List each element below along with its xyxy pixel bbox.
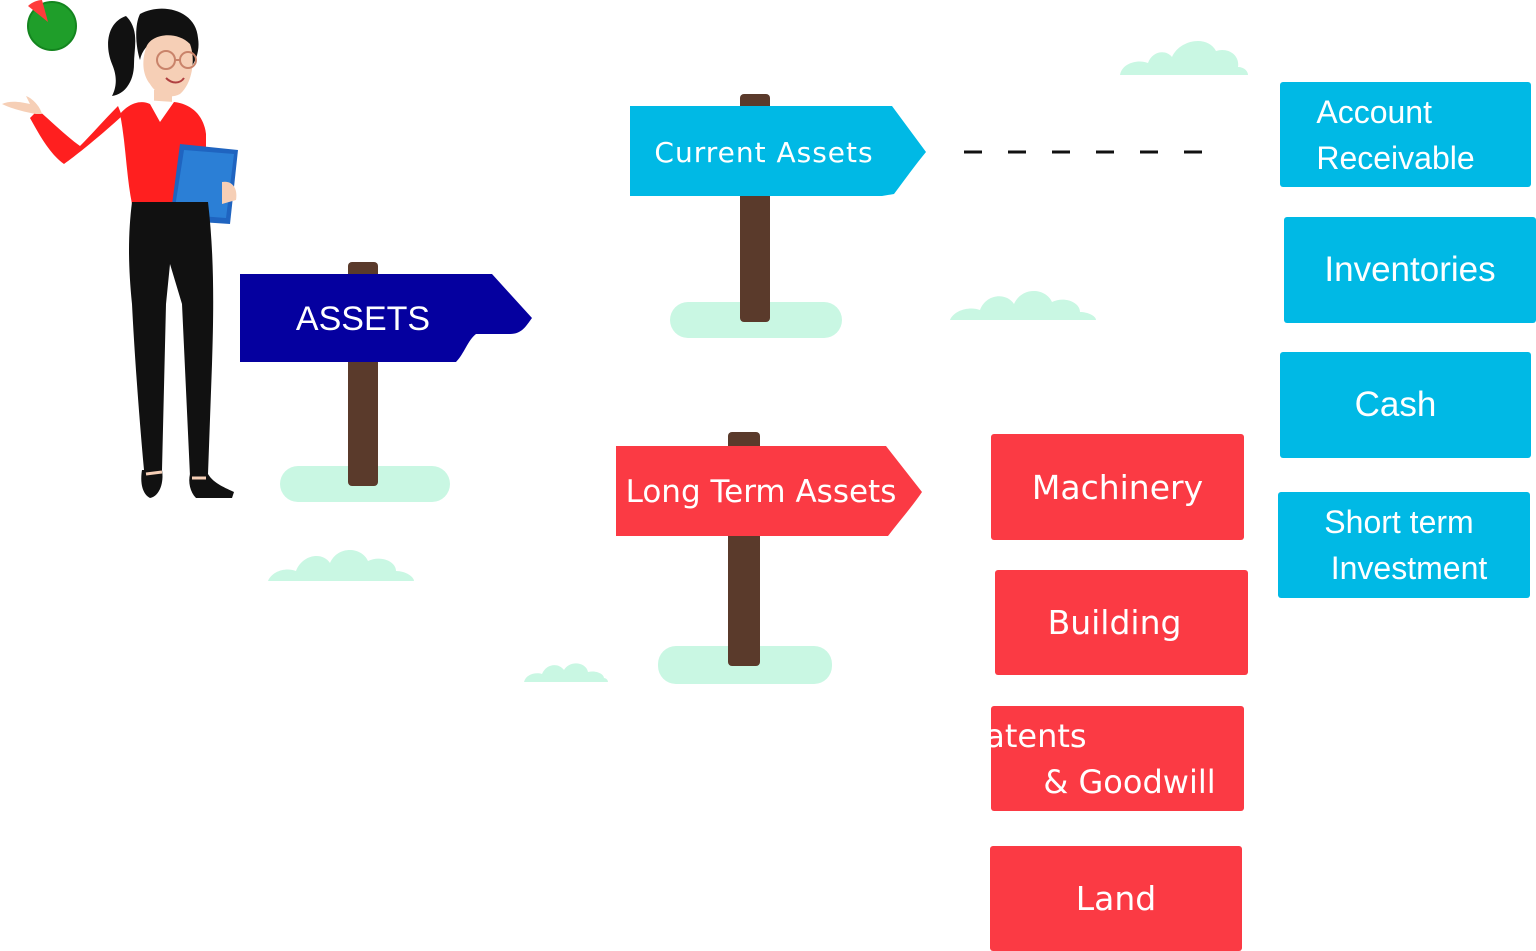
long-term-asset-box: Land: [990, 846, 1242, 951]
assets-sign-shape: [240, 274, 532, 362]
current-asset-box-label: Cash: [1354, 385, 1437, 424]
long-term-assets-sign-label: Long Term Assets: [625, 474, 897, 510]
current-asset-box-label: Short term: [1324, 504, 1474, 540]
cloud-decoration: [524, 663, 608, 682]
cloud-decoration: [1120, 40, 1248, 75]
current-assets-sign-shape: [630, 106, 926, 196]
cloud-decoration: [950, 291, 1096, 320]
current-assets-sign-label: Current Assets: [654, 135, 874, 169]
long-term-asset-box-label: & Goodwill: [1043, 762, 1216, 801]
long-term-asset-box-label: Machinery: [1031, 467, 1204, 507]
assets-sign: ASSETS: [240, 274, 534, 364]
current-asset-box-label: Account: [1316, 93, 1432, 130]
long-term-asset-box: Patents & Goodwill: [967, 706, 1244, 811]
current-asset-box-label: Receivable: [1316, 139, 1475, 176]
long-term-asset-box: Machinery: [991, 434, 1244, 540]
long-term-assets-sign-shape: [616, 446, 922, 536]
current-asset-box-label: Investment: [1330, 550, 1488, 586]
assets-sign-label: ASSETS: [295, 299, 431, 338]
current-assets-sign: Current Assets: [630, 106, 928, 198]
long-term-asset-box-label: Land: [1075, 879, 1157, 918]
long-term-asset-box-label: Patents: [967, 716, 1087, 755]
current-asset-box: Cash: [1280, 352, 1531, 458]
long-term-assets-sign: Long Term Assets: [616, 444, 924, 540]
dashed-connector: [964, 150, 1226, 154]
presenter-illustration: [2, 8, 238, 498]
long-term-asset-box-label: Building: [1047, 603, 1182, 642]
cloud-decoration: [268, 550, 414, 581]
current-asset-box-label: Inventories: [1324, 250, 1496, 289]
pie-chart-icon: [27, 0, 77, 51]
current-asset-box: Inventories: [1284, 217, 1536, 323]
current-asset-box: Account Receivable: [1280, 82, 1531, 187]
long-term-asset-box: Building: [995, 570, 1248, 675]
current-asset-box: Short term Investment: [1278, 492, 1530, 598]
